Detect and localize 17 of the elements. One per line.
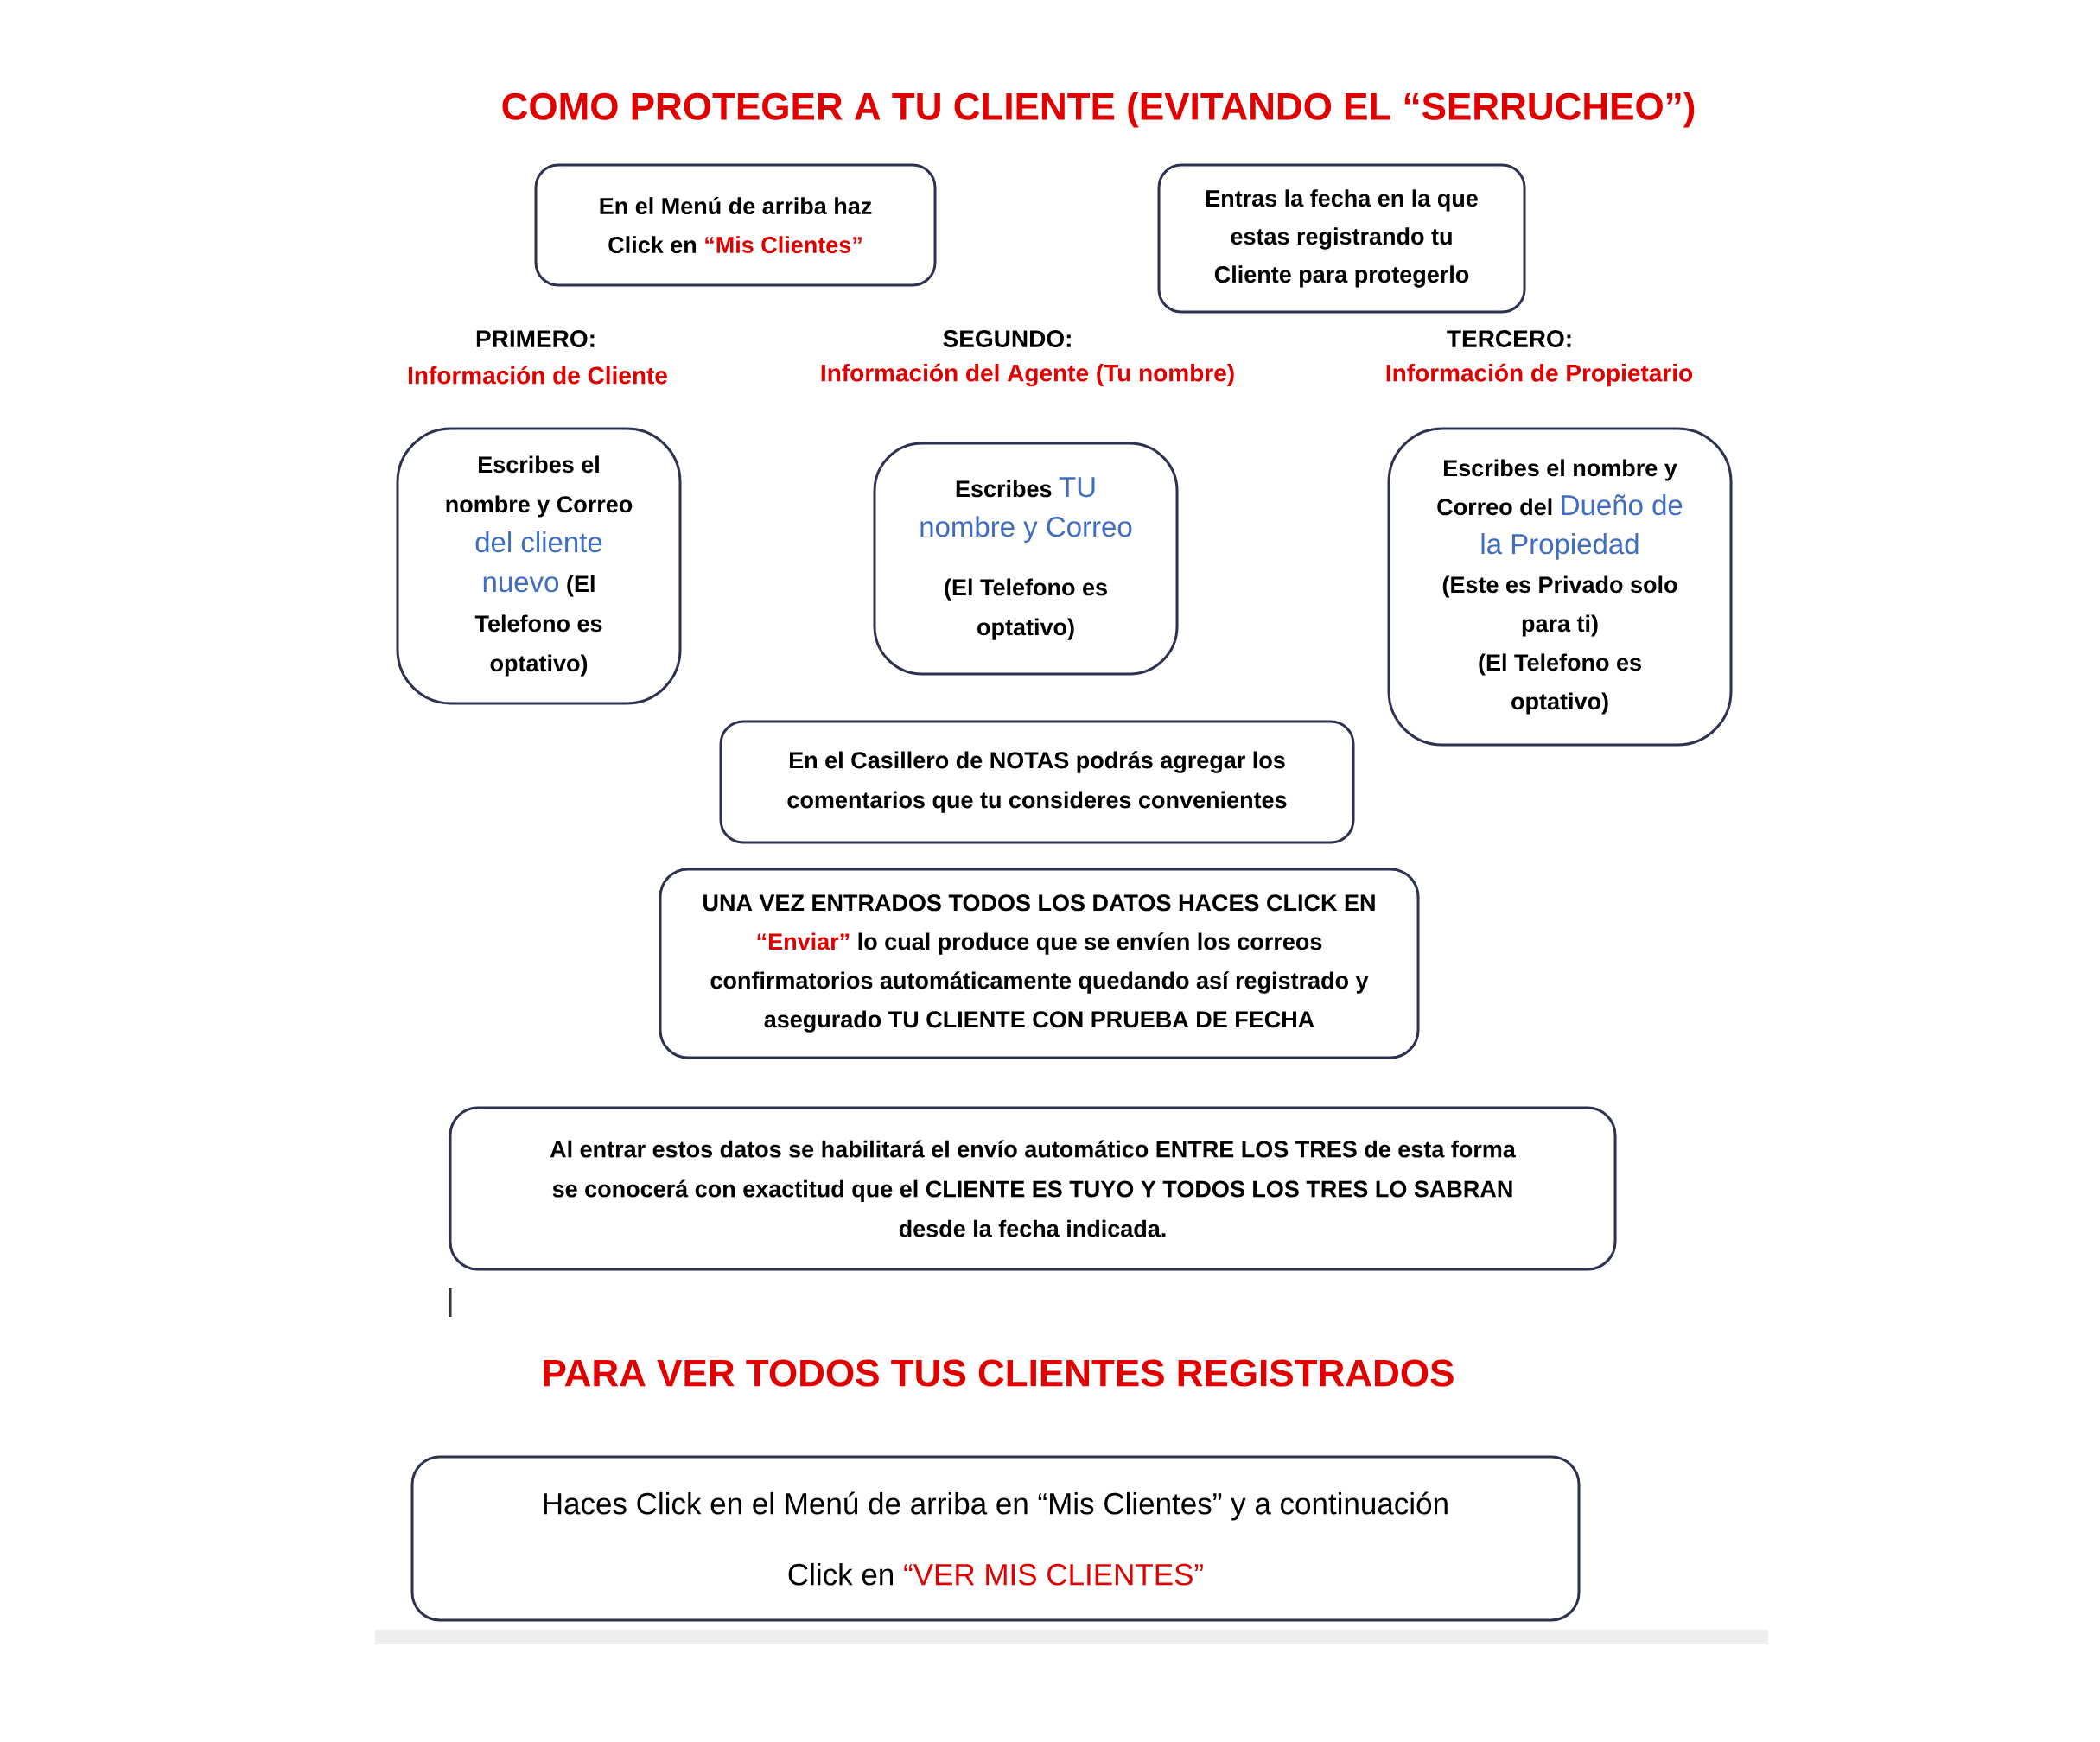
step-box: Escribes el nombre y Correo del cliente nuevo (El Telefono es optativo) — [396, 427, 682, 705]
step-box: Escribes el nombre y Correo del Dueño de la Propiedad (Este es Privado solo para ti) (El Telefono es optativo) — [1387, 427, 1733, 747]
instruction-box: Haces Click en el Menú de arriba en “Mis Clientes” y a continuación Click en “VER MIS CLIENTES” — [410, 1455, 1581, 1622]
column-subheading: Información del Agente (Tu nombre) — [821, 363, 1234, 387]
column-subheading: Información de Cliente — [408, 366, 667, 385]
title: COMO PROTEGER A TU CLIENTE (EVITANDO EL “SERRUCHEO”) — [502, 92, 1695, 128]
step-box: Entras la fecha en la que estas registrando tu Cliente para protegerlo — [1157, 163, 1526, 314]
column-heading: SEGUNDO: — [943, 330, 1071, 347]
step-box: UNA VEZ ENTRADOS TODOS LOS DATOS HACES CLICK EN “Enviar” lo cual produce que se envíen los correos confirmatorios automáticamente quedando así registrado y asegurado TU CLIENTE CON PRUEBA DE FECHA — [659, 868, 1420, 1059]
column-heading: PRIMERO: — [476, 330, 595, 347]
column-heading: TERCERO: — [1447, 330, 1571, 347]
section-heading: PARA VER TODOS TUS CLIENTES REGISTRADOS — [544, 1359, 1454, 1387]
note-box: Al entrar estos datos se habilitará el envío automático ENTRE LOS TRES de esta forma se conocerá con exactitud que el CLIENTE ES TUYO Y TODOS LOS TRES LO SABRAN desde la fecha indicada. — [449, 1106, 1617, 1271]
column-subheading: Información de Propietario — [1386, 363, 1693, 387]
step-box: En el Menú de arriba haz Click en “Mis Clientes” — [534, 163, 937, 287]
step-box: En el Casillero de NOTAS podrás agregar los comentarios que tu consideres convenientes — [719, 720, 1355, 844]
step-box: Escribes TU nombre y Correo (El Telefono es optativo) — [873, 442, 1179, 676]
